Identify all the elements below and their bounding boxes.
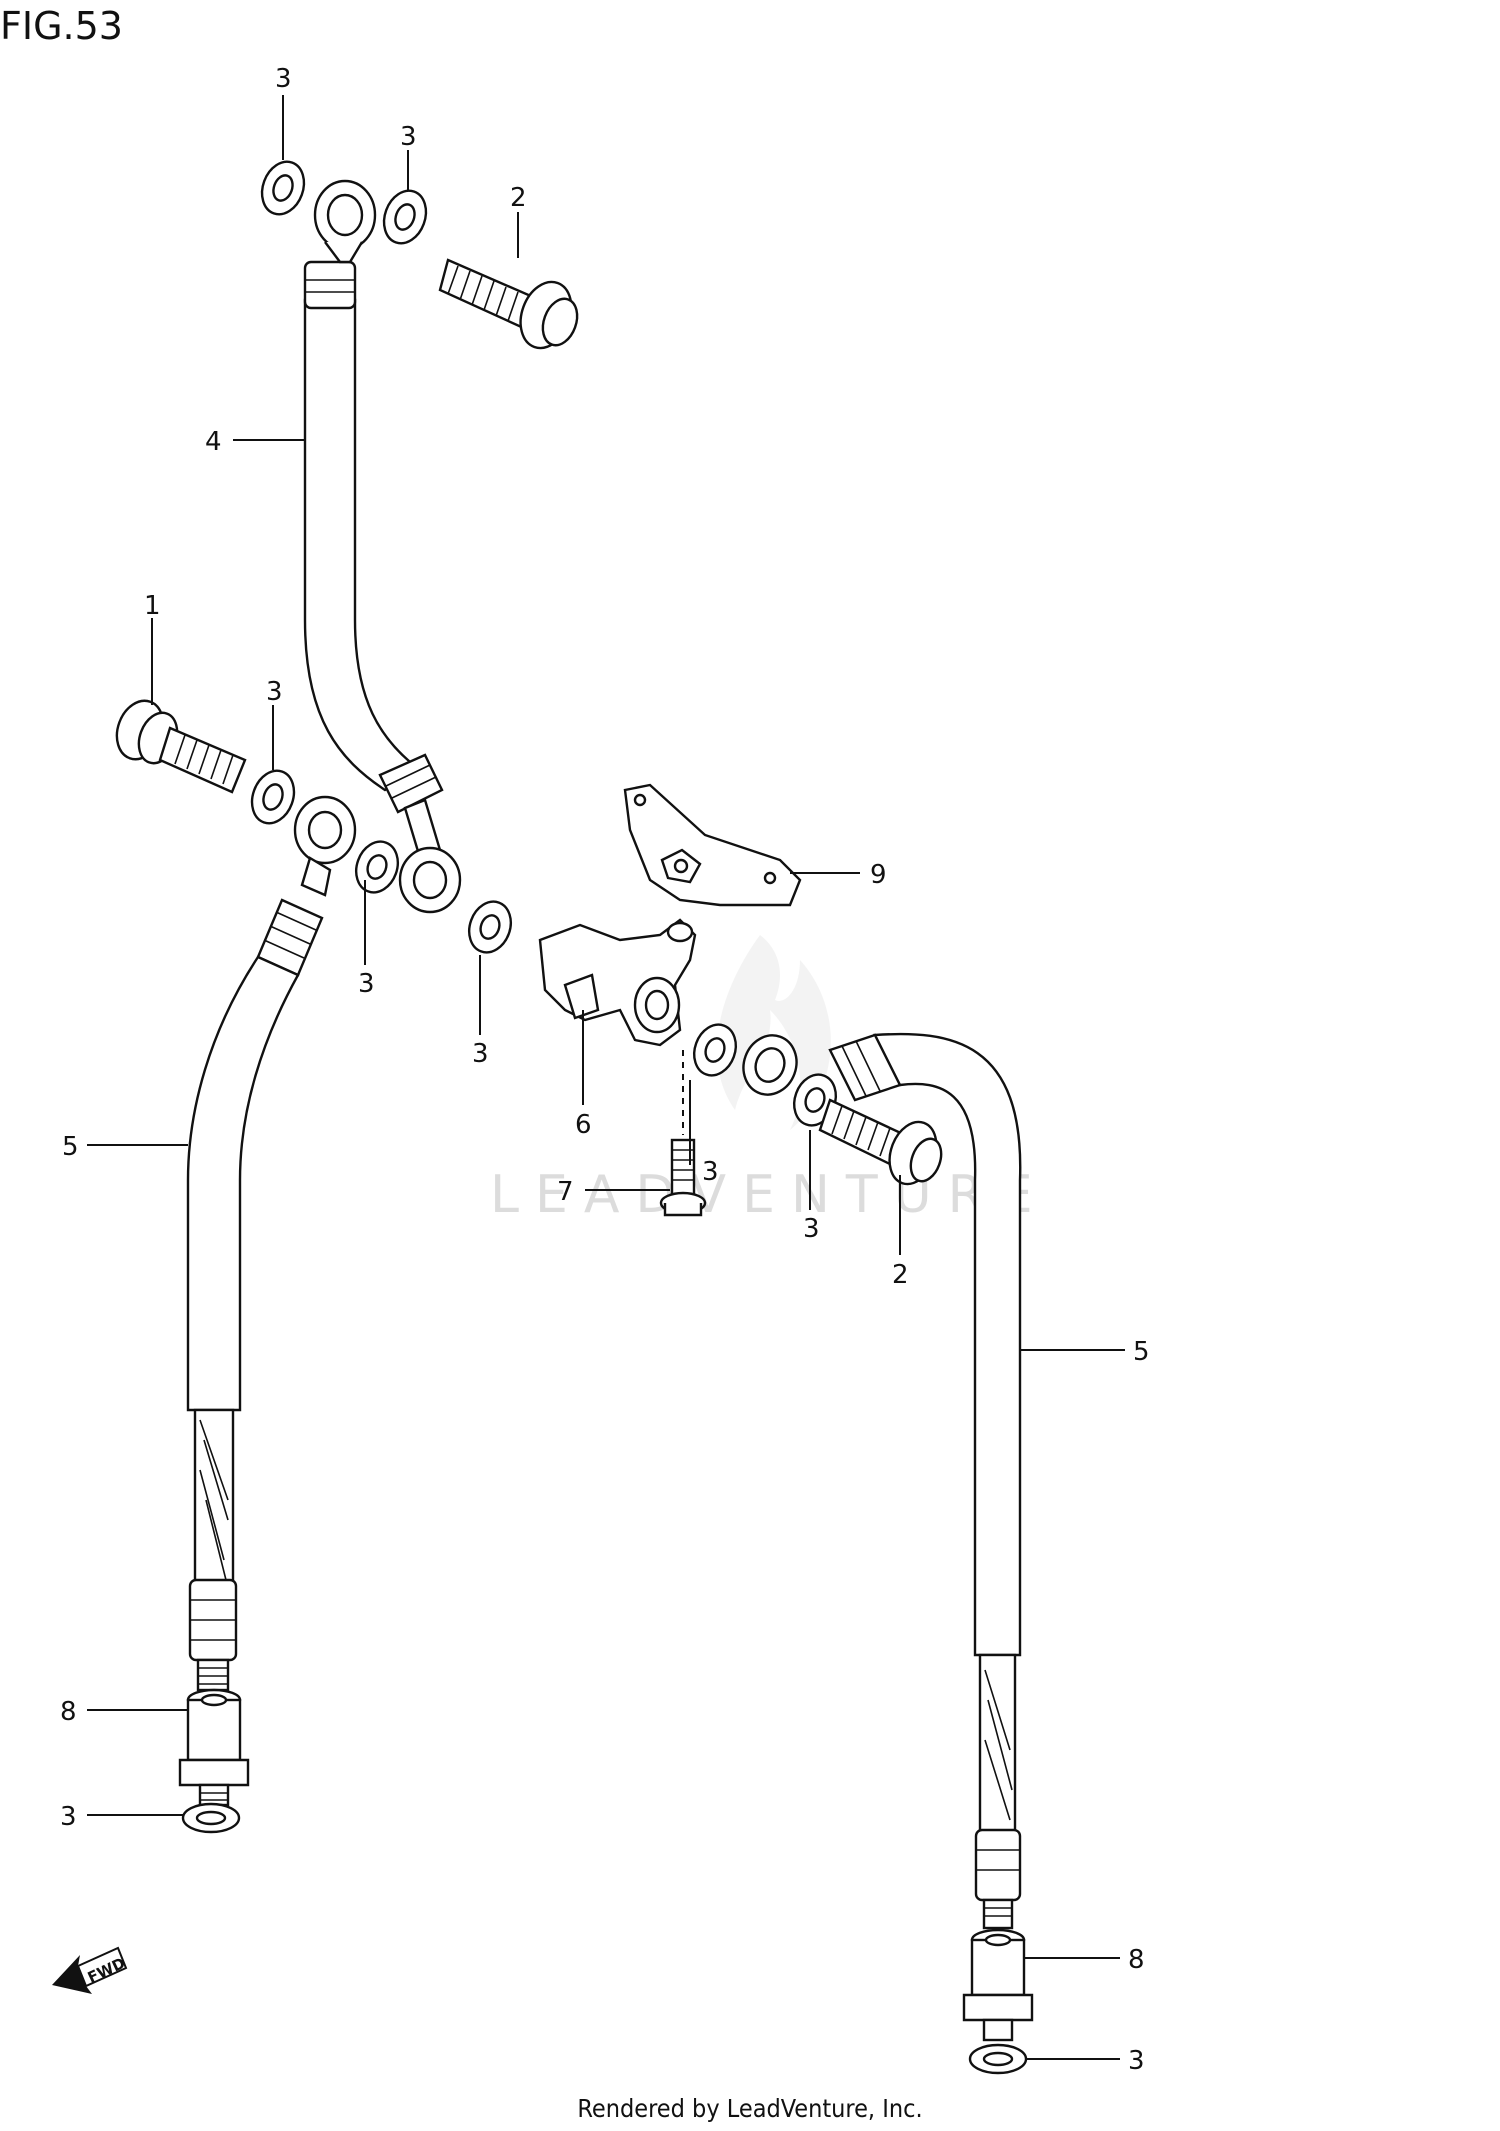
callout-washer-mid-left: 3 bbox=[266, 677, 283, 707]
mounting-screw bbox=[659, 1050, 707, 1217]
callout-bolt-left: 1 bbox=[144, 591, 161, 621]
callout-washer-top-left: 3 bbox=[275, 64, 292, 94]
watermark-text: LEADVENTURE bbox=[490, 1165, 1049, 1225]
callout-bracket: 9 bbox=[870, 860, 887, 890]
banjo-fitting-mid bbox=[398, 846, 462, 914]
callout-washer-bottom-left: 3 bbox=[60, 1802, 77, 1832]
callout-hose-upper: 4 bbox=[205, 427, 222, 457]
brake-hose-right bbox=[828, 1032, 1022, 1930]
banjo-fitting-top bbox=[313, 179, 377, 264]
callout-joint: 6 bbox=[575, 1110, 592, 1140]
figure-title: FIG.53 bbox=[0, 4, 123, 48]
callout-washer-top-mid: 3 bbox=[400, 122, 417, 152]
washer-center-a bbox=[355, 840, 399, 894]
hose-joint-right bbox=[962, 1928, 1034, 2042]
leader-lines bbox=[87, 95, 1125, 2060]
banjo-fitting-right bbox=[742, 1034, 798, 1096]
forward-arrow-icon: FWD bbox=[52, 1946, 128, 1994]
callout-bolt-right: 2 bbox=[892, 1260, 909, 1290]
washer-center-c bbox=[693, 1023, 737, 1077]
callout-hose-left: 5 bbox=[62, 1132, 79, 1162]
washer-mid-left bbox=[250, 769, 296, 825]
callout-bolt-top: 2 bbox=[510, 183, 527, 213]
callout-washer-center-b: 3 bbox=[472, 1039, 489, 1069]
three-way-joint bbox=[538, 918, 697, 1047]
washer-center-b bbox=[468, 900, 512, 954]
callout-washer-center-d: 3 bbox=[803, 1214, 820, 1244]
callout-hose-right: 5 bbox=[1133, 1337, 1150, 1367]
hose-joint-left bbox=[178, 1688, 250, 1807]
callout-joint-right: 8 bbox=[1128, 1945, 1145, 1975]
callout-joint-left: 8 bbox=[60, 1697, 77, 1727]
brake-hose-upper bbox=[303, 260, 444, 860]
washer-top-left bbox=[260, 160, 306, 216]
washer-bottom-left bbox=[181, 1802, 241, 1834]
washer-top-mid bbox=[382, 189, 428, 245]
bracket-plate bbox=[623, 783, 802, 907]
callout-washer-center-a: 3 bbox=[358, 969, 375, 999]
callout-screw: 7 bbox=[557, 1177, 574, 1207]
callout-washer-bottom-right: 3 bbox=[1128, 2046, 1145, 2076]
banjo-bolt-left bbox=[115, 699, 247, 794]
banjo-bolt-top bbox=[438, 258, 579, 350]
washer-bottom-right bbox=[968, 2043, 1028, 2075]
banjo-bolt-right bbox=[818, 1098, 943, 1186]
brake-hose-left bbox=[186, 795, 357, 1692]
footer-credit: Rendered by LeadVenture, Inc. bbox=[577, 2094, 923, 2123]
callout-washer-center-c: 3 bbox=[702, 1157, 719, 1187]
